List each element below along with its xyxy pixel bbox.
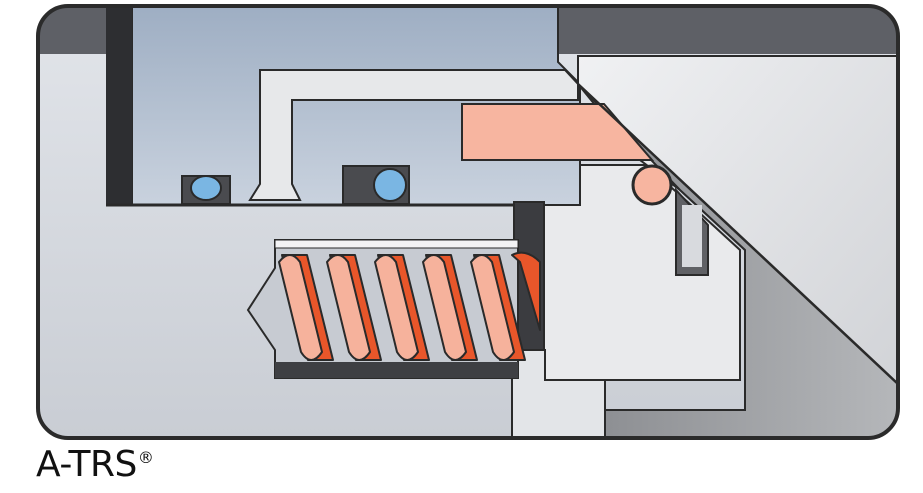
diagram-caption: A-TRS® bbox=[36, 444, 154, 485]
spring-cavity-ceiling bbox=[274, 239, 519, 249]
ball-retainer-inner bbox=[682, 205, 702, 267]
caption-title: A-TRS bbox=[36, 444, 137, 485]
lower-channel bbox=[511, 349, 606, 438]
oring-1 bbox=[190, 175, 222, 201]
diagram-frame bbox=[36, 4, 900, 440]
latch-bar bbox=[461, 103, 655, 161]
seal-cross-section-diagram bbox=[36, 4, 900, 440]
oring-2 bbox=[373, 168, 407, 202]
sleeve bbox=[248, 69, 579, 201]
compression-spring bbox=[278, 251, 541, 361]
spring-cavity-floor bbox=[275, 362, 518, 378]
locking-ball bbox=[631, 164, 673, 206]
registered-mark: ® bbox=[137, 448, 154, 467]
left-wall bbox=[106, 6, 132, 206]
diagonal-edge bbox=[577, 83, 898, 385]
